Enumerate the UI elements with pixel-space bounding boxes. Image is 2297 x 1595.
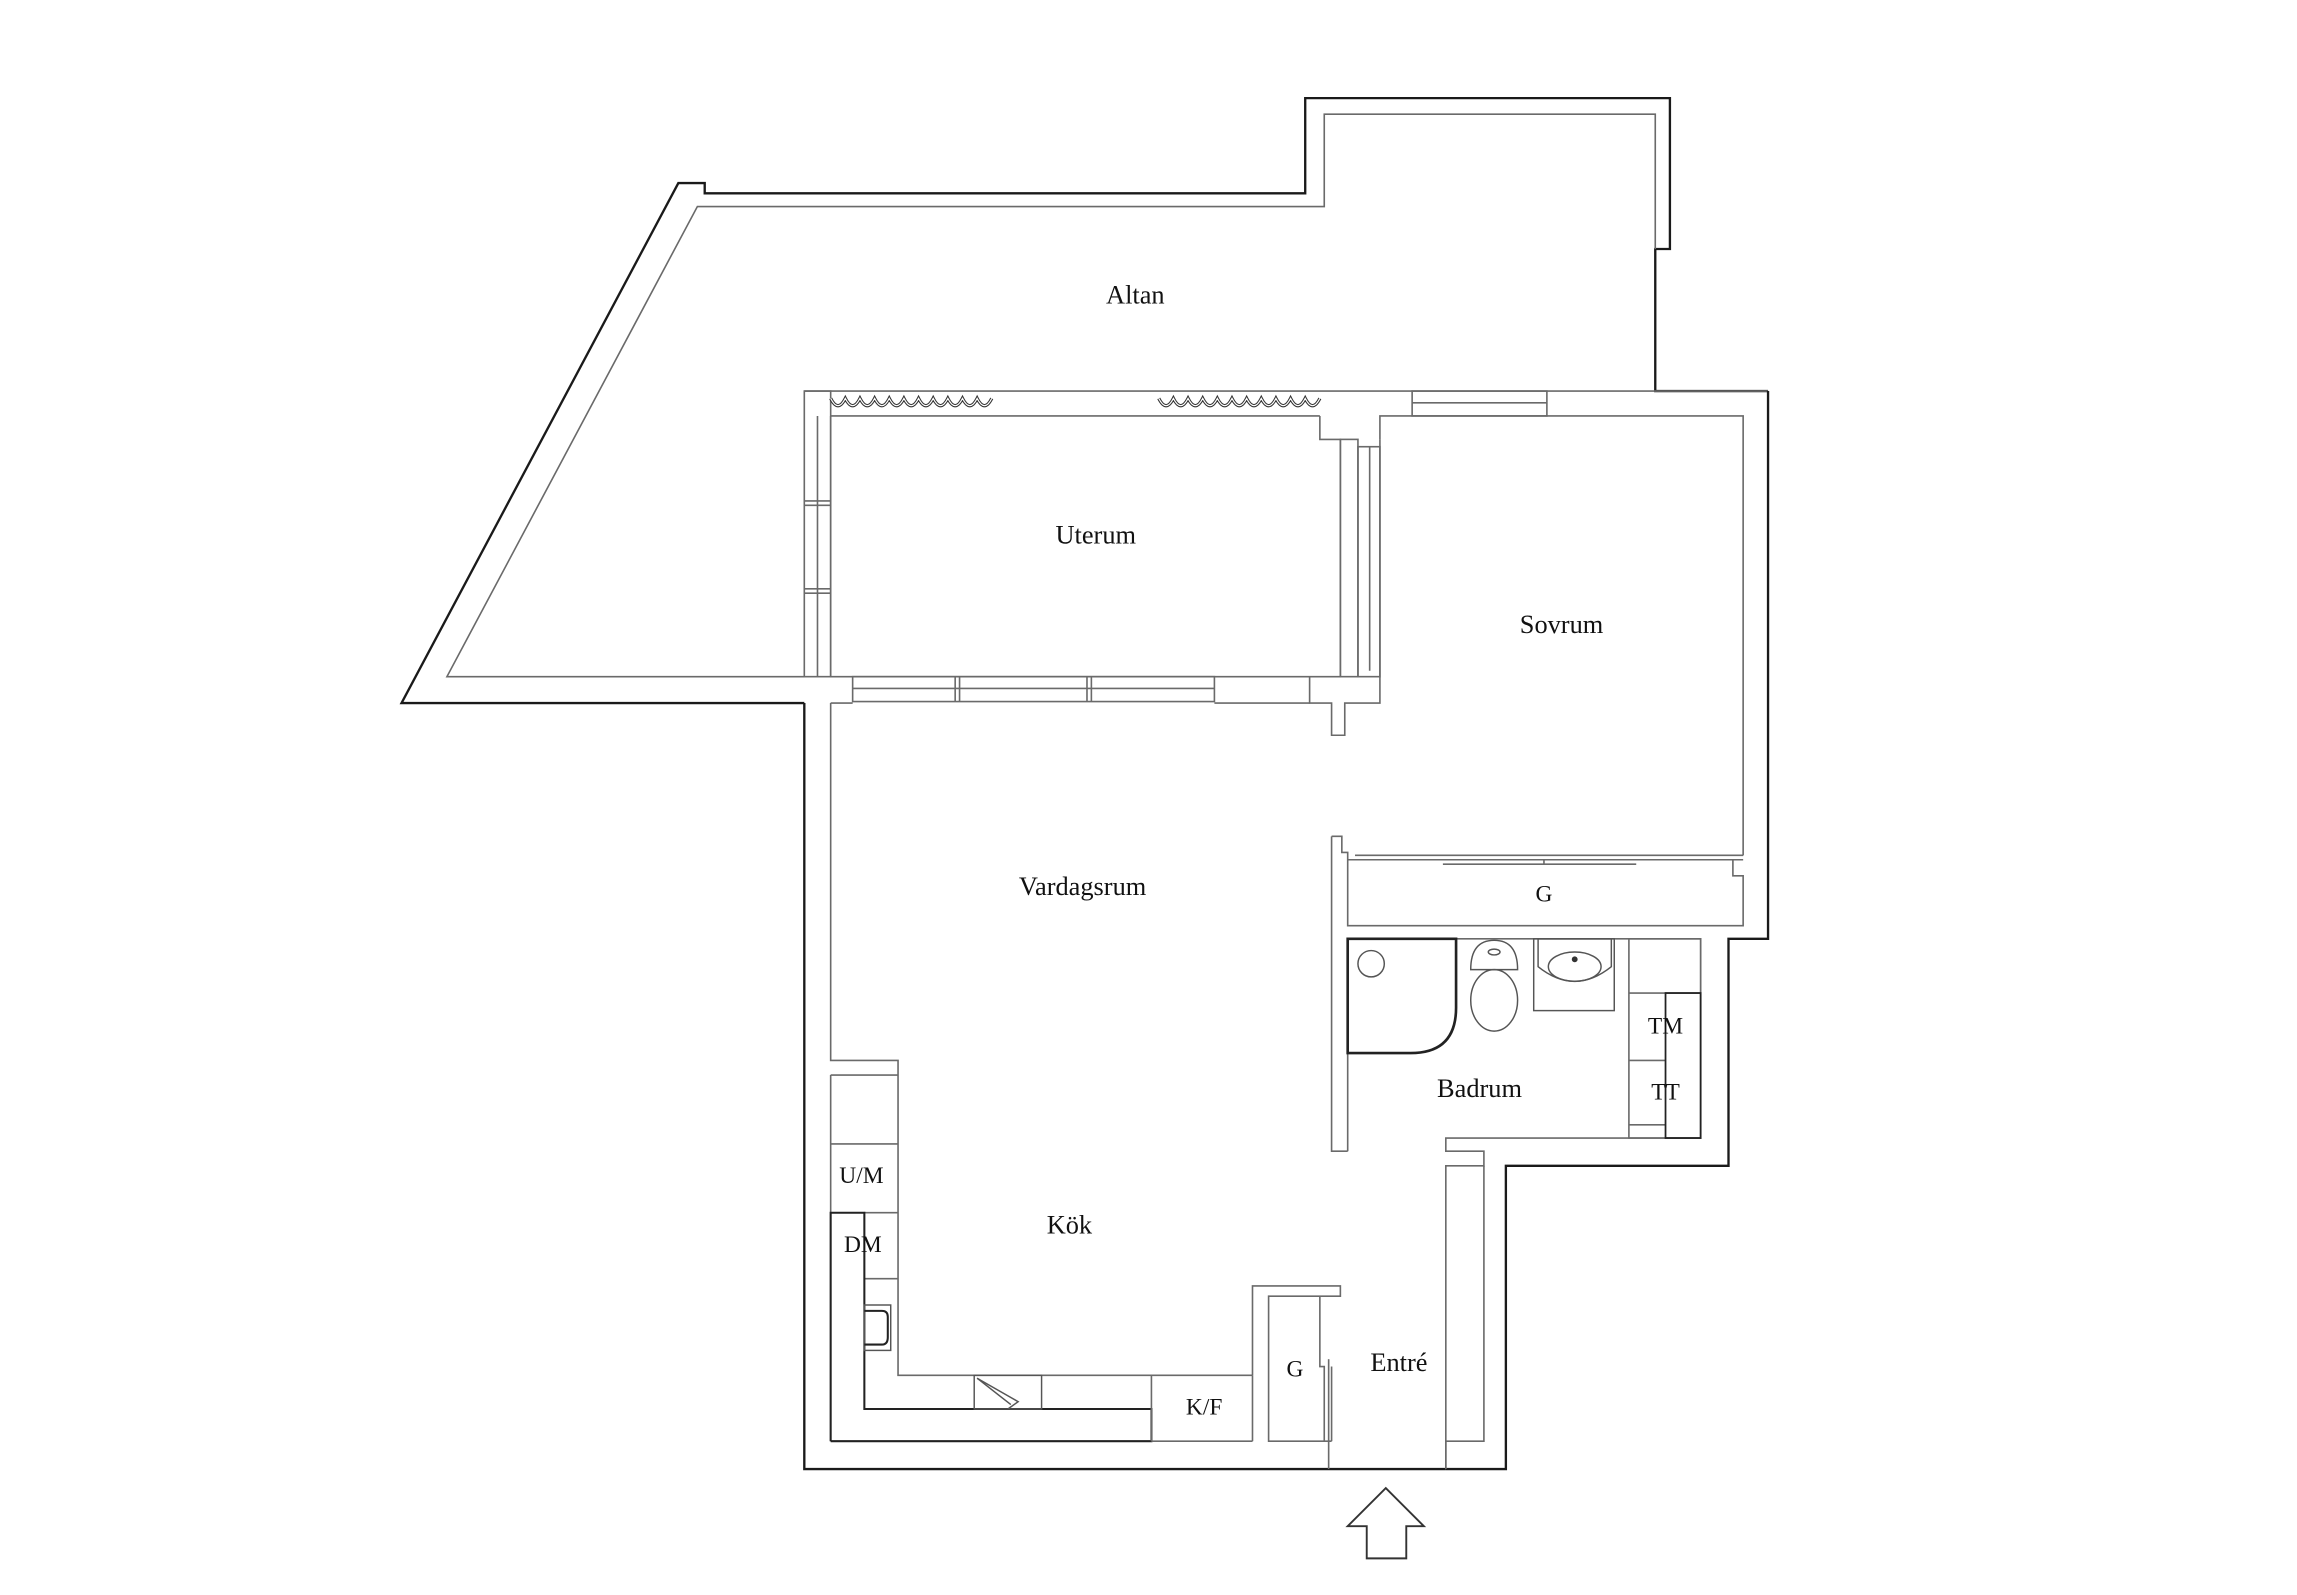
laundry-cabinet [1628, 938, 1702, 1139]
fixture-label-kyl-frys: K/F [1186, 1394, 1222, 1420]
fixture-label-garderob-sovrum: G [1535, 882, 1552, 908]
shower-icon [1346, 937, 1458, 1055]
room-label-uterum: Uterum [1056, 521, 1137, 550]
room-label-kok: Kök [1047, 1210, 1093, 1239]
kitchen-sink-icon [863, 1304, 892, 1352]
toilet-icon [1469, 939, 1519, 1032]
room-label-sovrum: Sovrum [1520, 610, 1604, 639]
room-label-altan: Altan [1106, 280, 1165, 309]
fixture-label-tvattmaskin: TM [1648, 1014, 1683, 1040]
room-label-vardagsrum: Vardagsrum [1019, 872, 1147, 901]
stove-icon [973, 1374, 1043, 1410]
fixture-label-diskmaskin: DM [844, 1232, 882, 1258]
sovrum-walls [1330, 390, 1770, 1471]
main-outline [803, 702, 1485, 1471]
fixture-label-torktumlare: TT [1651, 1079, 1680, 1105]
uterum-walls [803, 390, 1769, 737]
sink-icon [1532, 938, 1615, 1012]
fixture-label-ugn-mikro: U/M [839, 1163, 883, 1189]
entrance-arrow-icon [1345, 1486, 1427, 1560]
altan-outline [399, 96, 1769, 705]
curtain-icon [829, 394, 994, 408]
curtain-icon [1157, 394, 1322, 408]
fixture-label-garderob-entre: G [1287, 1356, 1304, 1382]
room-label-badrum: Badrum [1437, 1074, 1522, 1103]
room-label-entre: Entré [1370, 1348, 1427, 1377]
